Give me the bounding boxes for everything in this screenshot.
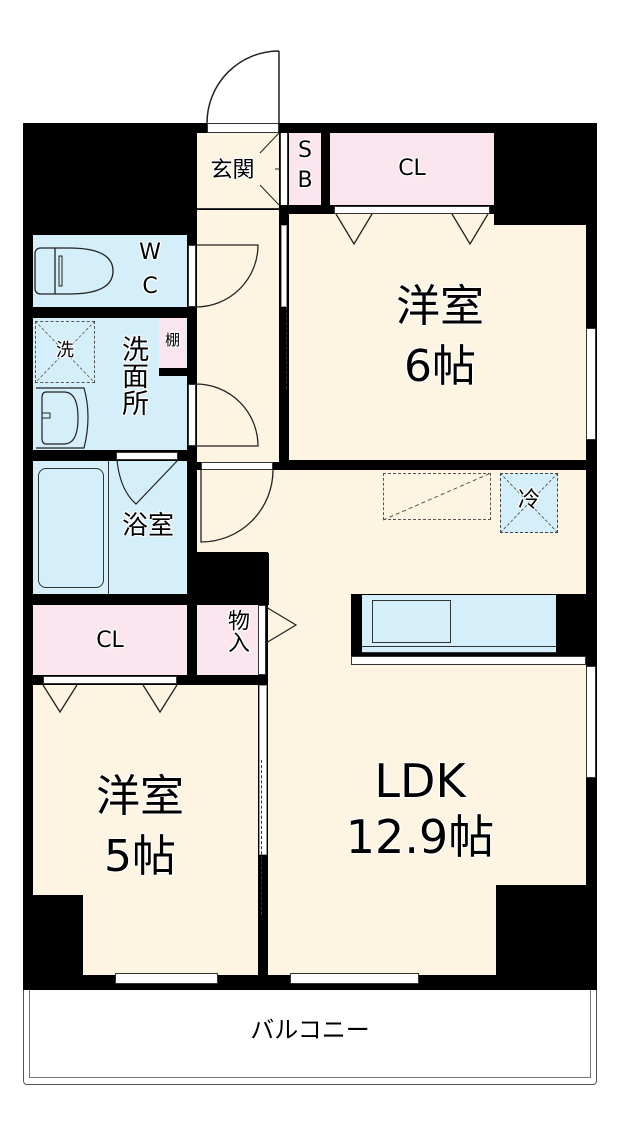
- toilet-fixture-icon: [34, 247, 114, 295]
- kitchen-sink-icon: [372, 600, 451, 643]
- bathroom-label: 浴室: [121, 511, 174, 541]
- closet-left[interactable]: [33, 605, 187, 675]
- entrance-label: 玄関: [210, 158, 255, 183]
- room5-ldk-sliding-panel: [261, 760, 263, 915]
- storage-label: 物入: [224, 609, 249, 653]
- closet-top[interactable]: [330, 133, 494, 205]
- fridge-cross-lines: [499, 472, 559, 534]
- washer-cross-lines: [34, 320, 96, 384]
- toilet-door-swing-icon: [195, 244, 259, 308]
- fridge-label: 冷: [517, 488, 540, 513]
- washroom-label: 洗面所: [117, 335, 148, 416]
- closet-top-door: [334, 206, 490, 214]
- western-room-6-upper: [289, 214, 494, 226]
- toilet-label-w: W: [139, 240, 161, 265]
- entrance-area[interactable]: [197, 133, 279, 209]
- western-room-5[interactable]: [33, 685, 258, 895]
- ldk-balcony-window: [290, 973, 419, 984]
- balcony-label: バルコニー: [250, 1016, 370, 1044]
- balcony-inner-rail: [29, 990, 591, 1078]
- ldk-size: 12.9帖: [345, 810, 495, 864]
- room5-balcony-window: [115, 973, 218, 984]
- kitchen-counter-edge: [362, 646, 556, 647]
- hall-room6-sliding-door: [286, 307, 288, 389]
- bathroom[interactable]: [33, 461, 187, 594]
- ldk-hall-door: [201, 462, 273, 470]
- western-room-6-window: [586, 328, 596, 440]
- western-room-5-label: 洋室: [96, 771, 184, 822]
- ldk-label: LDK: [374, 754, 466, 808]
- storage-closet[interactable]: [197, 605, 258, 675]
- ldk-lower: [268, 880, 496, 975]
- entry-door-opening: [207, 123, 279, 133]
- closet-top-label: CL: [398, 156, 426, 181]
- balcony[interactable]: [23, 990, 597, 1085]
- shoe-box[interactable]: [289, 133, 321, 205]
- range-hood-diagonal: [382, 472, 492, 521]
- shoe-box-label-b: B: [297, 168, 313, 193]
- entry-door-swing-icon: [206, 50, 280, 124]
- ldk-side-window: [586, 666, 596, 778]
- washer-label: 洗: [56, 340, 74, 361]
- toilet-door: [188, 245, 196, 307]
- shoe-box-door: [280, 133, 288, 205]
- shelf[interactable]: [159, 318, 186, 368]
- storage-door-swing-icon: [265, 606, 298, 644]
- bathroom-door-swing-icon: [116, 459, 179, 505]
- kitchen-counter-front: [351, 656, 586, 665]
- washroom-door-swing-icon: [195, 383, 259, 447]
- western-room-6-label: 洋室: [396, 281, 484, 332]
- washroom-door: [188, 384, 196, 446]
- kitchen-counter[interactable]: [362, 595, 556, 653]
- ldk-hall-door-swing-icon: [200, 469, 274, 543]
- closet-left-door-swing-icons: [42, 684, 178, 714]
- toilet-label-c: C: [142, 274, 158, 299]
- closet-left-door: [43, 676, 177, 684]
- bathtub-icon: [38, 468, 104, 588]
- room5-ldk-sliding-door: [259, 685, 267, 855]
- western-room-6[interactable]: [289, 225, 586, 460]
- closet-left-label: CL: [96, 628, 124, 653]
- ldk-room[interactable]: [268, 470, 586, 885]
- bathroom-door: [116, 452, 178, 460]
- shelf-base-wall: [159, 368, 187, 376]
- hallway[interactable]: [197, 210, 279, 462]
- storage-door: [258, 605, 266, 675]
- closet-door-swing-icons: [335, 213, 489, 246]
- range-hood: [383, 473, 491, 520]
- storage-block-wall: [187, 553, 269, 605]
- shelf-label: 棚: [164, 331, 180, 349]
- shoe-box-label-s: S: [298, 138, 312, 163]
- western-room-6-size: 6帖: [404, 341, 476, 392]
- sink-fixture-icon: [36, 387, 89, 449]
- western-room-5-size: 5帖: [104, 831, 176, 882]
- bathtub-divider: [108, 461, 109, 594]
- western-room-5-lower: [83, 890, 258, 975]
- washer-space[interactable]: [35, 321, 95, 383]
- hall-room6-door: [281, 225, 287, 307]
